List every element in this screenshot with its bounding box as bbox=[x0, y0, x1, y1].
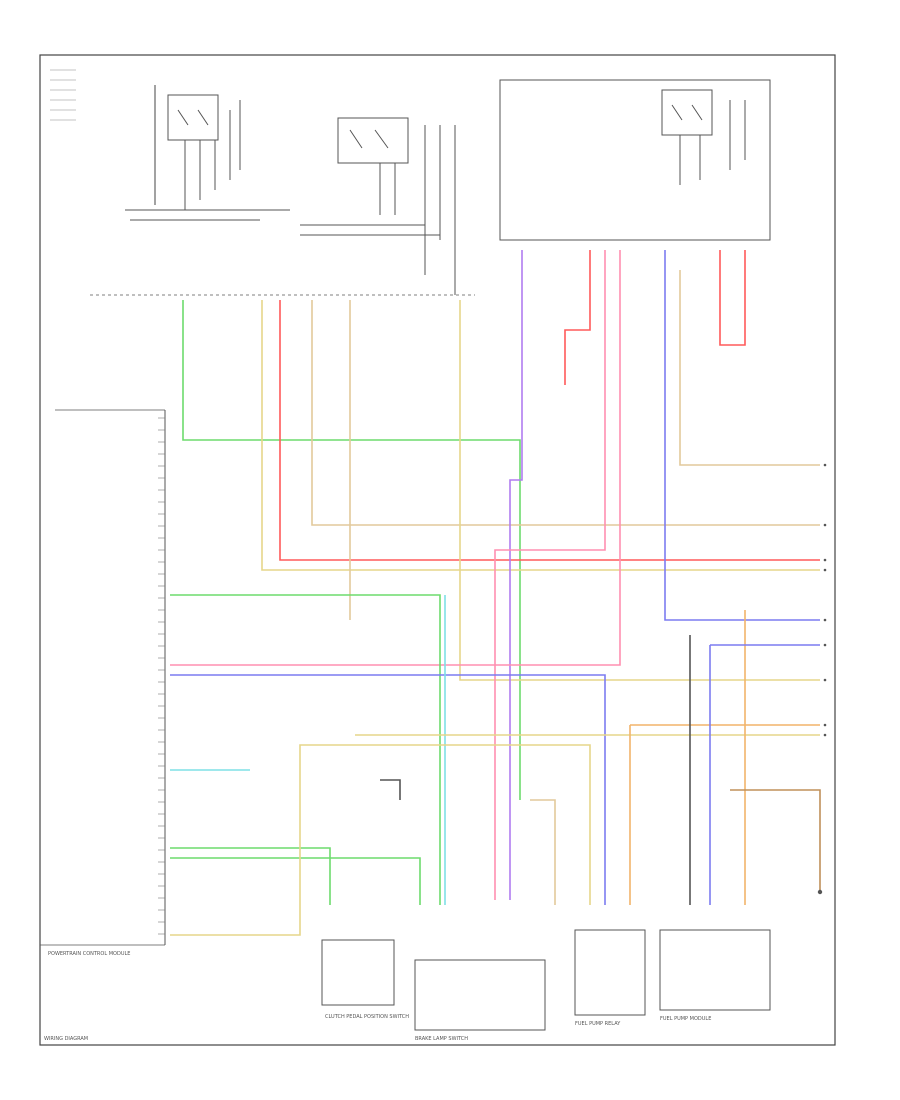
wire-green-3 bbox=[170, 847, 331, 905]
top-left-text-block bbox=[50, 69, 76, 121]
wire-red-2 bbox=[564, 250, 591, 385]
wire-purple bbox=[509, 250, 523, 900]
wire-yellow-3 bbox=[170, 744, 591, 936]
wire-brown bbox=[730, 789, 821, 890]
relay-box-2 bbox=[300, 117, 456, 295]
relay-box-1 bbox=[125, 85, 290, 221]
wire-blue-2 bbox=[170, 674, 606, 905]
wire-green-4 bbox=[170, 857, 421, 905]
legend-left: WIRING DIAGRAM bbox=[44, 1036, 88, 1042]
wire-black-2 bbox=[380, 779, 401, 800]
wire-tan-1 bbox=[311, 300, 820, 526]
wire-tan-3 bbox=[530, 799, 556, 905]
pcm-label: POWERTRAIN CONTROL MODULE bbox=[48, 951, 130, 957]
bottom-label-2: BRAKE LAMP SWITCH bbox=[415, 1036, 468, 1042]
bottom-label-1: CLUTCH PEDAL POSITION SWITCH bbox=[325, 1014, 409, 1020]
wire-green-2 bbox=[170, 594, 441, 905]
right-endpoints bbox=[817, 463, 827, 895]
fuel-pump-relay-box bbox=[574, 929, 646, 1016]
wire-yellow-2 bbox=[459, 300, 820, 681]
brake-switch-box bbox=[414, 959, 546, 1031]
wire-blue-1 bbox=[664, 250, 820, 621]
wire-yellow-1 bbox=[261, 300, 820, 571]
wire-tan-2 bbox=[679, 270, 820, 466]
diagram-frame bbox=[39, 54, 836, 1046]
wire-green-1 bbox=[182, 300, 521, 800]
module-block-right bbox=[499, 79, 771, 241]
wire-orange-1 bbox=[629, 724, 820, 905]
clutch-switch-box bbox=[321, 939, 395, 1006]
pcm-pin-column bbox=[40, 409, 166, 946]
wire-red-loop bbox=[719, 250, 746, 346]
wire-red-main bbox=[279, 300, 820, 561]
wire-pink-1 bbox=[494, 250, 606, 900]
bottom-label-3: FUEL PUMP RELAY bbox=[575, 1021, 621, 1027]
fuel-pump-module-box bbox=[659, 929, 771, 1011]
wire-pink-2 bbox=[170, 250, 621, 666]
bottom-label-4: FUEL PUMP MODULE bbox=[660, 1016, 711, 1022]
pcm-pin-ticks bbox=[158, 417, 165, 935]
wire-blue-3 bbox=[709, 644, 820, 905]
